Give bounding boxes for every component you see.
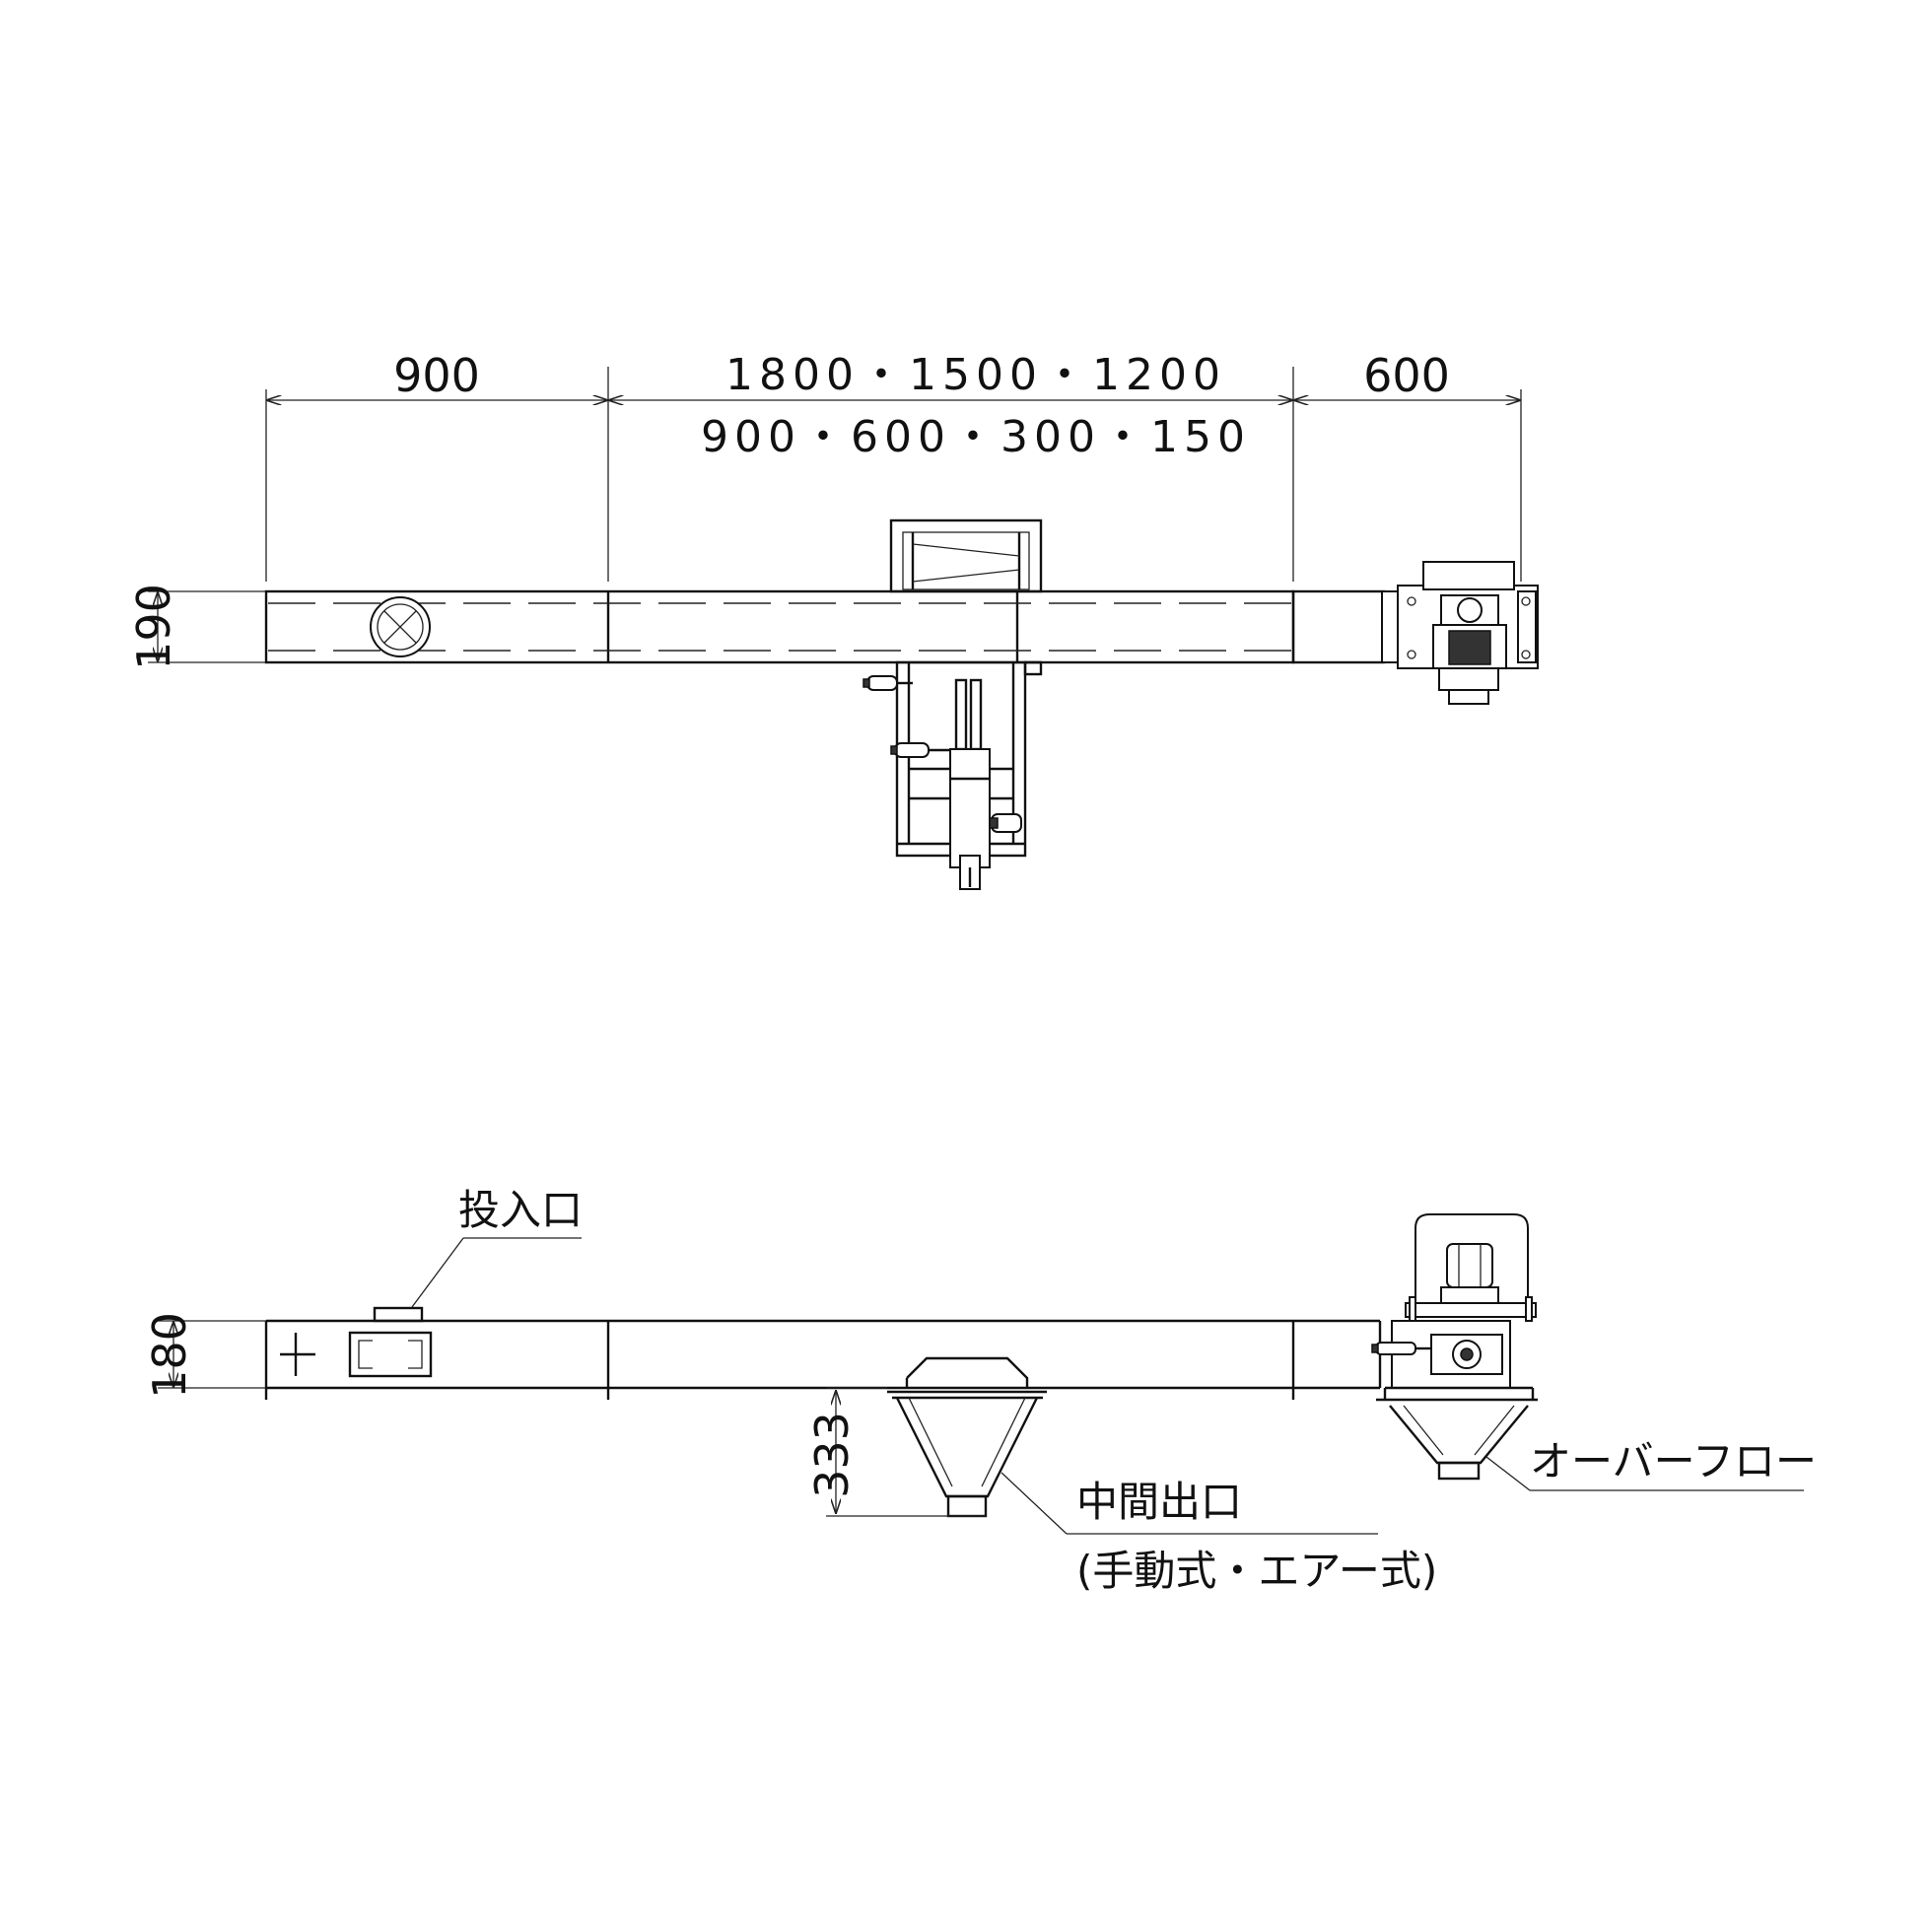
side-height-dimension bbox=[158, 1320, 266, 1389]
dim-height: 180 bbox=[143, 1312, 196, 1399]
plan-trough bbox=[264, 589, 1386, 664]
side-middle-outlet-hopper bbox=[887, 1356, 1047, 1518]
middle-outlet-note: (手動式・エアー式) bbox=[1076, 1547, 1437, 1595]
plan-inlet-port bbox=[370, 596, 431, 657]
middle-outlet-callout bbox=[1000, 1472, 1378, 1535]
inlet-label: 投入口 bbox=[458, 1186, 583, 1234]
plan-sensors bbox=[862, 675, 1022, 833]
side-view: 180 投入口 bbox=[143, 1186, 1817, 1595]
dim-middle-length-line2: 900・600・300・150 bbox=[701, 412, 1251, 462]
side-outlet-dimension bbox=[826, 1387, 986, 1517]
dim-outlet-height: 333 bbox=[805, 1412, 859, 1498]
overflow-label: オーバーフロー bbox=[1530, 1437, 1817, 1485]
dim-width: 190 bbox=[127, 584, 180, 670]
inlet-callout bbox=[411, 1237, 582, 1308]
dim-middle-length-line1: 1800・1500・1200 bbox=[725, 350, 1226, 400]
overflow-callout bbox=[1485, 1456, 1804, 1491]
middle-outlet-label: 中間出口 bbox=[1076, 1478, 1242, 1526]
plan-drive-unit bbox=[1381, 561, 1539, 705]
side-drive-unit bbox=[1371, 1213, 1538, 1481]
dim-drive-length: 600 bbox=[1363, 349, 1450, 402]
plan-view: 900 1800・1500・1200 900・600・300・150 600 1… bbox=[127, 349, 1539, 890]
side-trough bbox=[264, 1306, 1382, 1400]
plan-outlet-frame bbox=[889, 518, 1043, 858]
dim-inlet-length: 900 bbox=[393, 349, 480, 402]
plan-width-dimension bbox=[148, 590, 266, 663]
plan-air-cylinder bbox=[949, 678, 991, 890]
